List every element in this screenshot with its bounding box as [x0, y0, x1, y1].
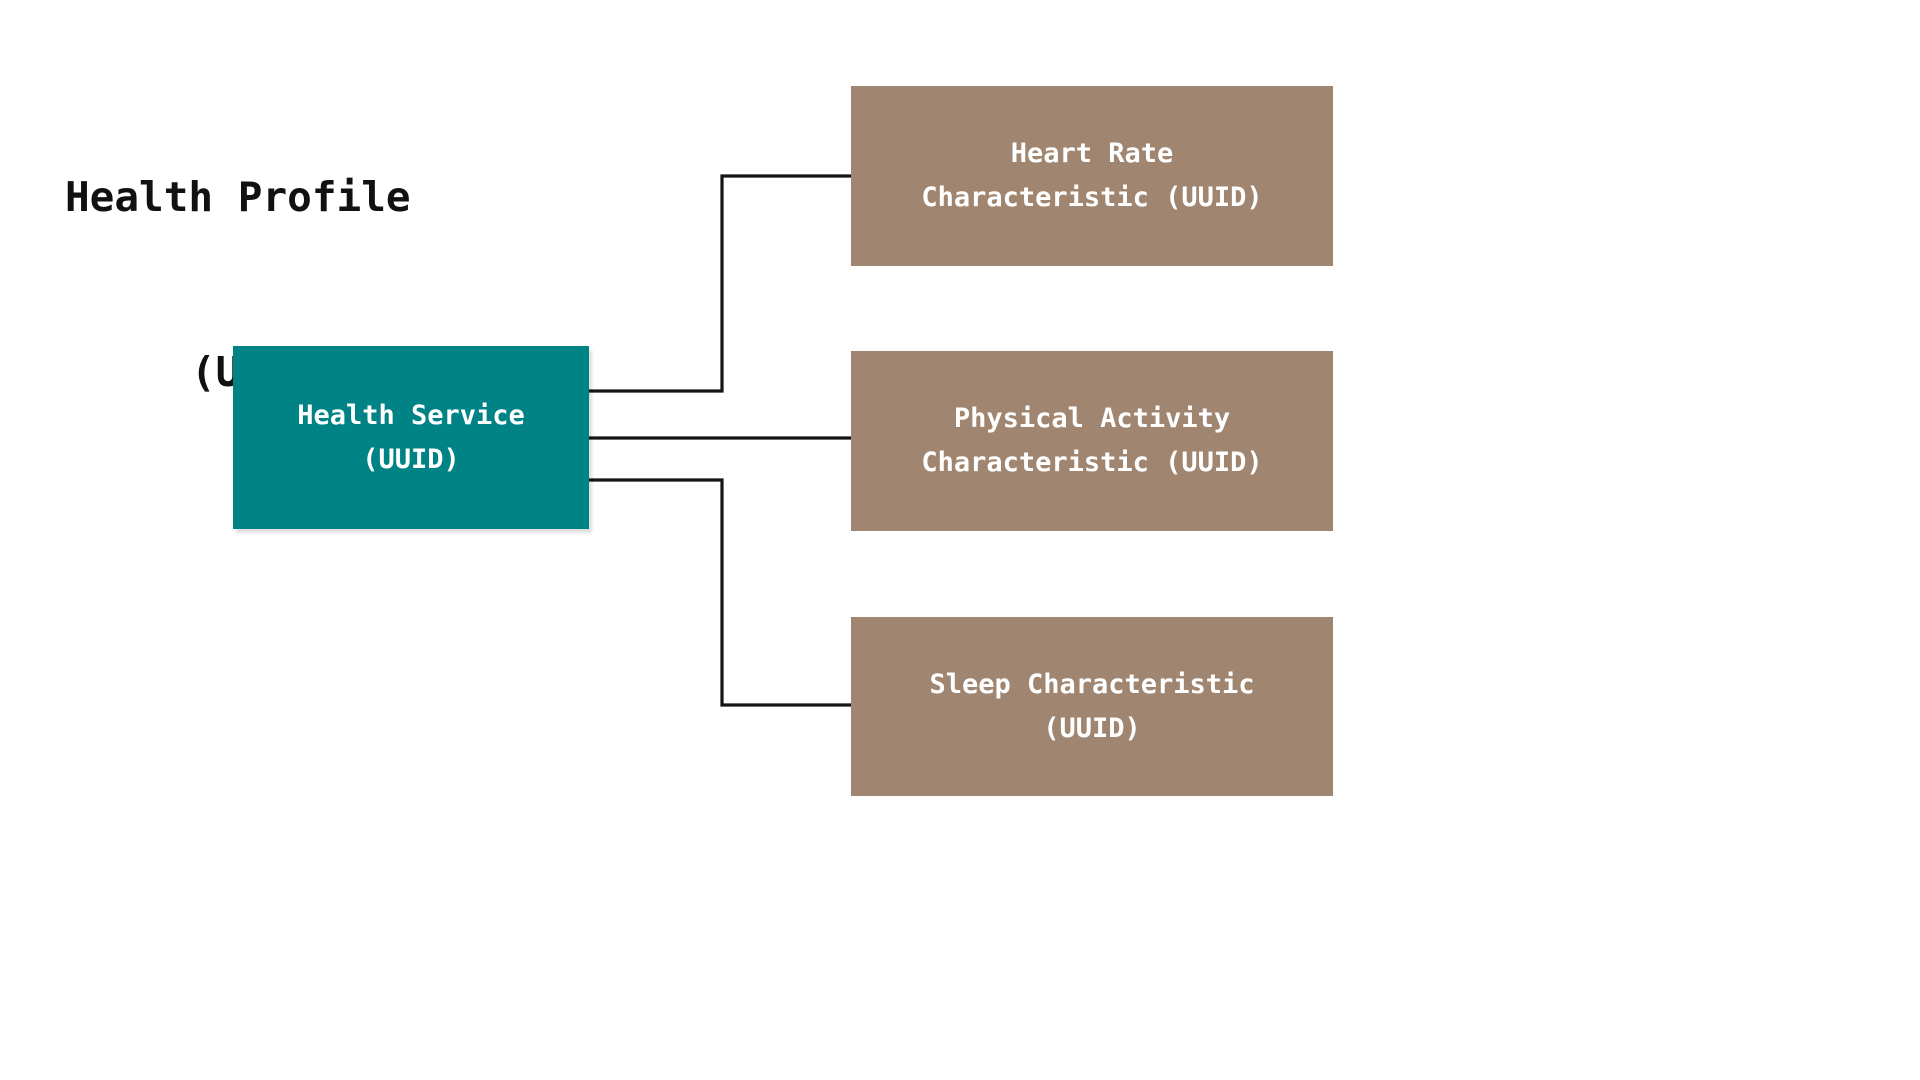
- diagram-title-line-1: Health Profile: [65, 173, 411, 222]
- node-health-service-label: Health Service (UUID): [297, 399, 525, 475]
- node-sleep-characteristic[interactable]: Sleep Characteristic (UUID): [851, 617, 1333, 796]
- node-physical-activity-characteristic[interactable]: Physical Activity Characteristic (UUID): [851, 351, 1333, 531]
- node-physical-activity-characteristic-label: Physical Activity Characteristic (UUID): [921, 403, 1263, 478]
- node-health-service[interactable]: Health Service (UUID): [233, 346, 589, 529]
- edge-service-to-sleep: [589, 478, 851, 707]
- edge-service-to-heart-rate: [589, 174, 851, 393]
- node-heart-rate-characteristic-label: Heart Rate Characteristic (UUID): [921, 138, 1263, 213]
- node-sleep-characteristic-label: Sleep Characteristic (UUID): [929, 668, 1255, 744]
- node-heart-rate-characteristic[interactable]: Heart Rate Characteristic (UUID): [851, 86, 1333, 266]
